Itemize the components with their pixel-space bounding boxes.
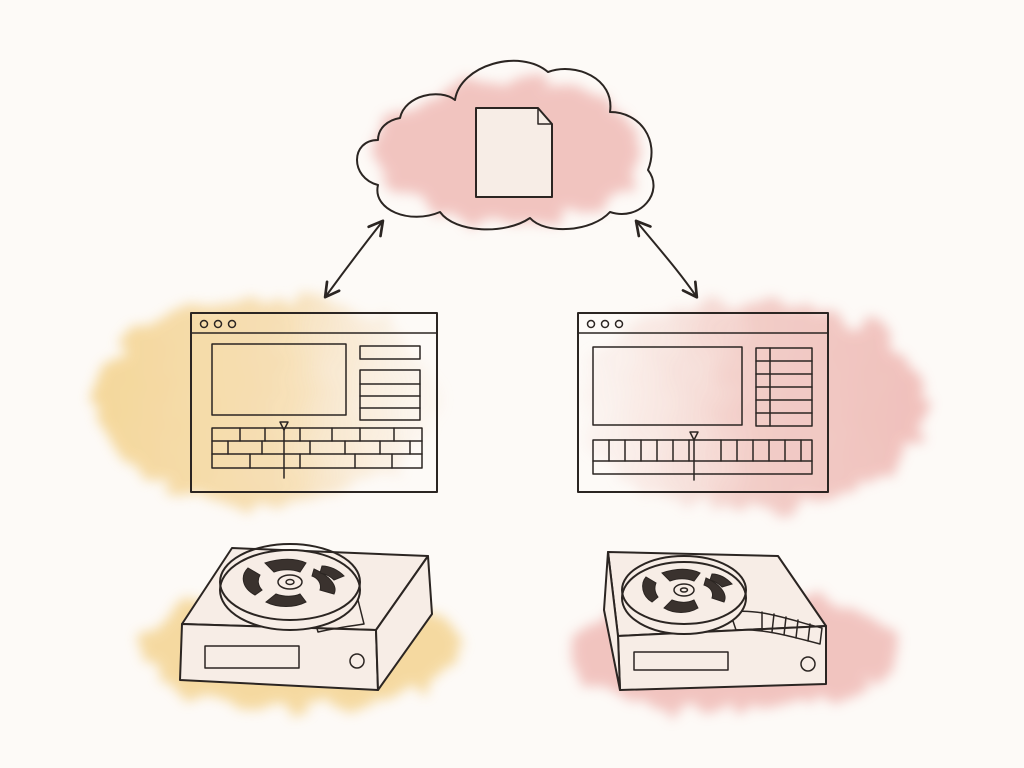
film-strip-perforations [761,611,811,642]
side-panel-list [359,369,421,421]
connectors [323,219,699,299]
arrow-cloud-right-editor [634,219,699,299]
deck-front-face [179,623,379,691]
playhead-icon [689,431,699,441]
film-deck-right [603,551,827,691]
preview-pane [211,343,347,416]
film-reel-icon [621,555,747,635]
deck-side-face [375,555,433,691]
editor-right-wash [575,300,925,510]
window-dot-icon [586,319,596,329]
window-dot-icon [199,319,209,329]
timeline [592,439,813,475]
deck-knob-icon [349,653,365,669]
editor-window-left [190,312,438,493]
deck-side-face [603,551,621,691]
document-icon [475,107,553,198]
timeline [211,427,423,469]
film-deck-left [179,543,433,691]
film-reel-icon [219,543,361,631]
timeline-clips [227,427,411,469]
deck-slot [204,645,300,669]
deck-slot [633,651,729,671]
document-fold [537,107,553,125]
window-dot-icon [600,319,610,329]
window-dot-icon [227,319,237,329]
window-frame [190,312,438,493]
window-dot-icon [614,319,624,329]
film-strip [729,610,823,645]
side-panel-grid-lines [755,347,813,427]
editor-left-wash [95,295,435,505]
deck-front-face [617,625,827,691]
playhead-icon [279,421,289,431]
arrow-cloud-left-editor [323,219,385,299]
window-dot-icon [213,319,223,329]
deck-knob-icon [800,656,816,672]
preview-pane [592,346,743,426]
timeline-clips [608,439,802,462]
cloud-storage-node [356,59,655,231]
window-frame [577,312,829,493]
side-panel-top [359,345,421,360]
cloud-outline [356,59,655,231]
editor-window-right [577,312,829,493]
